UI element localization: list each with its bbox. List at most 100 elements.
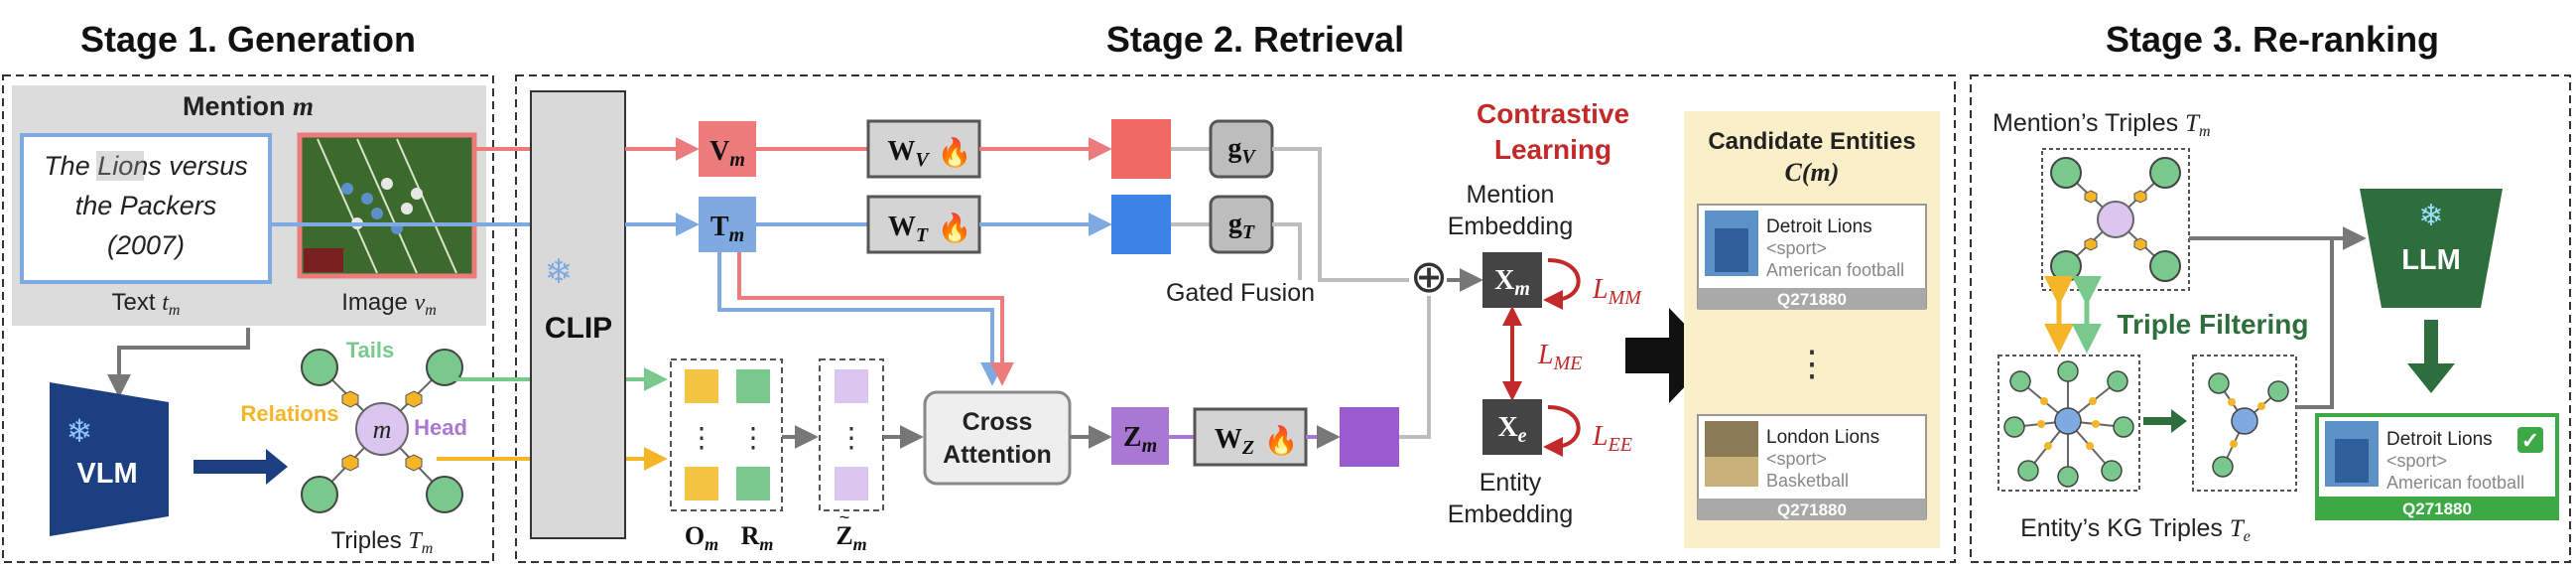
candidate1-name: Detroit Lions — [1766, 216, 1872, 237]
tm-box — [699, 197, 756, 252]
vm-box — [699, 121, 756, 177]
lions-highlight — [96, 151, 144, 181]
line-gt-fusion — [1272, 222, 1302, 280]
candidate2-desc: Basketball — [1766, 471, 1849, 491]
triple-filtering-label: Triple Filtering — [2118, 309, 2309, 340]
xm-label: Xm — [1494, 265, 1530, 300]
line-filtered-to-llm — [2296, 238, 2334, 409]
candidate2-type: <sport> — [1766, 449, 1827, 469]
head-node-label: m — [373, 415, 392, 444]
vlm-block — [50, 382, 169, 536]
entity-kg-box — [1997, 355, 2140, 492]
candidates-title: Candidate Entities — [1708, 128, 1915, 155]
ztilde-label: Zm — [836, 521, 866, 554]
rm-dots: ⋮ — [739, 422, 767, 453]
arrow-vlm-head — [266, 449, 288, 485]
clip-label: CLIP — [545, 312, 612, 345]
image-label: Image vm — [341, 289, 437, 319]
contrastive-line2: Learning — [1494, 134, 1611, 165]
text-feature-square — [1111, 195, 1171, 254]
entity-embedding-line1: Entity — [1480, 469, 1542, 497]
result-name: Detroit Lions — [2386, 429, 2493, 450]
wz-label: WZ — [1215, 424, 1254, 459]
entity-embedding-line2: Embedding — [1448, 500, 1573, 528]
filtered-kg-graph — [2192, 355, 2297, 492]
football-image — [297, 132, 477, 279]
result-type: <sport> — [2386, 451, 2447, 471]
candidate-dots: ⋮ — [1794, 343, 1830, 383]
llm-block — [2360, 189, 2503, 308]
wt-label: WT — [888, 212, 929, 246]
stage1-title: Stage 1. Generation — [80, 19, 416, 60]
entity-kg-triples-label: Entity’s KG Triples Te — [2020, 514, 2251, 545]
ztilde-cell-bottom — [835, 467, 868, 500]
stage1-frame — [2, 74, 494, 563]
wt-box — [866, 195, 981, 254]
wt-fire-icon: 🔥 — [938, 212, 972, 244]
result-card[interactable] — [2315, 413, 2559, 520]
mention-text-line3: (2007) — [107, 230, 185, 260]
oplus-symbol: ⊕ — [1410, 250, 1449, 302]
arrow-kg-filter-head — [2171, 409, 2187, 433]
gv-label: gV — [1227, 133, 1256, 168]
candidate1-desc: American football — [1766, 260, 1904, 280]
gt-label: gT — [1228, 209, 1255, 243]
mention-embedding-line2: Embedding — [1448, 213, 1573, 240]
wz-fire-icon: 🔥 — [1264, 424, 1299, 457]
llm-snowflake-icon: ❄ — [2418, 200, 2443, 232]
arrow-mention-to-vlm — [107, 328, 250, 398]
om-cell-bottom — [685, 467, 718, 500]
arrow-vm-to-cross — [737, 252, 1014, 386]
om-label: Om — [685, 521, 718, 554]
result-id: Q271880 — [2402, 500, 2472, 518]
arrow-llm-head — [2407, 363, 2455, 393]
mention-triples-box — [2041, 148, 2190, 291]
triple-graph — [301, 349, 463, 513]
cross-attention-block — [923, 390, 1072, 486]
tails-label: Tails — [346, 338, 395, 362]
cross-attention-line2: Attention — [943, 441, 1052, 469]
xe-label: Xe — [1497, 412, 1526, 447]
visual-feature-square — [1111, 119, 1171, 179]
entity-kg-graph — [2003, 360, 2134, 488]
big-black-arrow — [1625, 308, 1715, 403]
zm-label: Zm — [1123, 422, 1157, 457]
mention-embedding-line1: Mention — [1467, 181, 1555, 209]
mention-triples-graph — [2050, 157, 2181, 282]
mention-title: Mention m — [183, 91, 314, 121]
relations-label: Relations — [240, 401, 338, 426]
candidate1-type: <sport> — [1766, 238, 1827, 258]
mention-text-box — [20, 133, 272, 284]
candidate-card-1[interactable] — [1697, 204, 1927, 310]
vlm-snowflake-icon: ❄ — [66, 413, 93, 449]
wv-box — [866, 119, 981, 179]
stage2-frame — [515, 74, 1956, 563]
check-icon-bg — [2517, 427, 2543, 453]
line-gv-fusion — [1272, 147, 1409, 282]
om-rm-group — [670, 358, 783, 511]
candidate2-name: London Lions — [1766, 427, 1879, 448]
wv-fire-icon: 🔥 — [938, 136, 972, 169]
llm-label: LLM — [2401, 244, 2461, 276]
loss-ee-label: LEE — [1592, 421, 1632, 456]
triples-label: Triples Tm — [331, 527, 434, 557]
om-dots: ⋮ — [688, 422, 715, 453]
rm-cell-bottom — [736, 467, 770, 500]
stage3-title: Stage 3. Re-ranking — [2106, 19, 2439, 60]
loss-me-label: LME — [1537, 340, 1582, 374]
result-desc: American football — [2386, 473, 2524, 493]
stage2-title: Stage 2. Retrieval — [1106, 19, 1404, 60]
stage3-frame — [1970, 74, 2571, 563]
om-cell-top — [685, 369, 718, 403]
arrow-tm-to-cross — [717, 252, 1004, 386]
mention-text-line1: The Lions versus — [44, 151, 248, 181]
cross-attention-line1: Cross — [963, 408, 1033, 436]
text-label: Text tm — [112, 289, 181, 319]
loss-ee-arrow — [1543, 405, 1581, 457]
loss-mm-arrow — [1543, 258, 1581, 310]
zm-box — [1111, 407, 1169, 465]
tm-label: Tm — [710, 212, 744, 246]
contrastive-line1: Contrastive — [1477, 98, 1629, 129]
candidates-math: C(m) — [1785, 158, 1840, 187]
candidate-card-2[interactable] — [1697, 414, 1927, 520]
